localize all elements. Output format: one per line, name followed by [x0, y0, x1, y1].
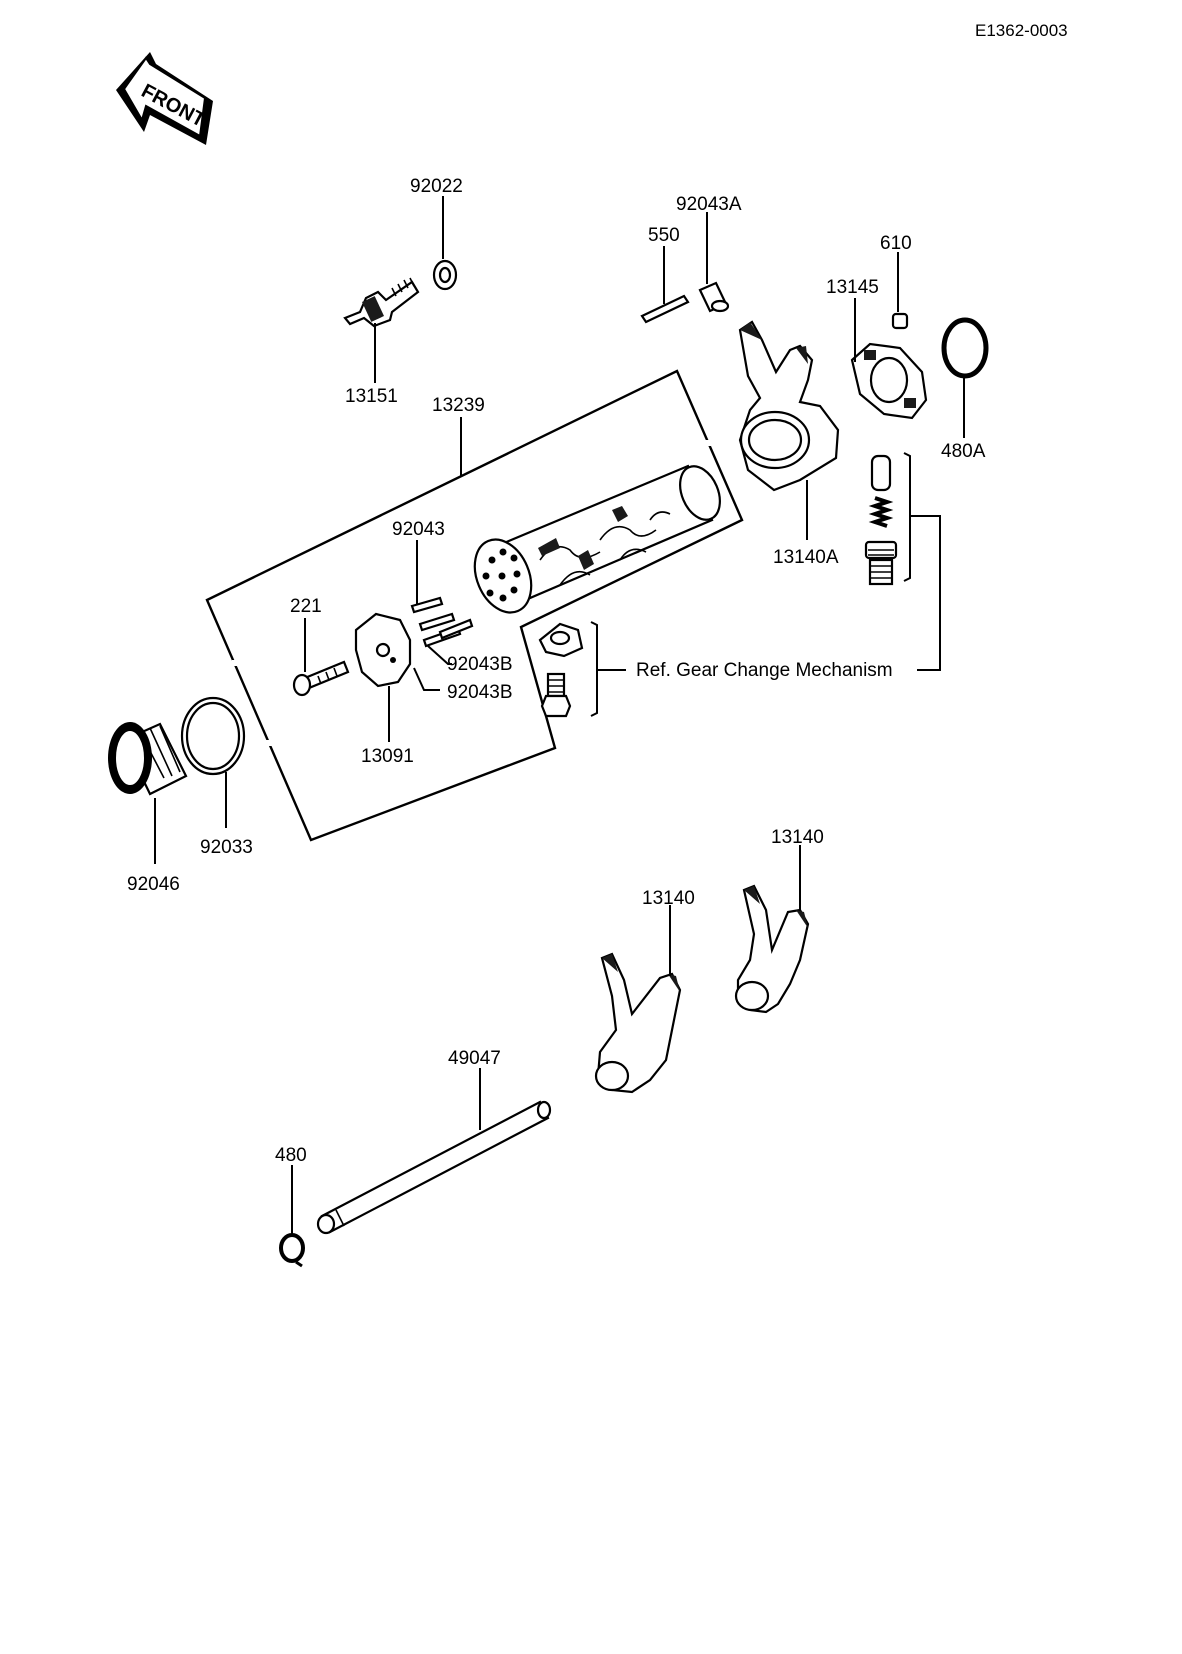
- label-13091: 13091: [361, 746, 414, 767]
- label-92046: 92046: [127, 874, 180, 895]
- label-92022: 92022: [410, 176, 463, 197]
- washer-92022: [432, 259, 458, 291]
- label-13140A: 13140A: [773, 547, 839, 568]
- ring-92033: [180, 696, 246, 776]
- drum-end-holes: [482, 548, 521, 602]
- shift-fork-13140-right: [734, 884, 810, 1014]
- pins-92043: [410, 596, 474, 648]
- label-ref-gear-change: Ref. Gear Change Mechanism: [636, 660, 893, 681]
- neutral-switch-13151: [343, 277, 420, 328]
- document-code: E1362-0003: [975, 21, 1068, 40]
- label-92043: 92043: [392, 519, 445, 540]
- pin-610: [891, 312, 909, 330]
- label-610: 610: [880, 233, 912, 254]
- label-13145: 13145: [826, 277, 879, 298]
- label-49047: 49047: [448, 1048, 501, 1069]
- label-13239: 13239: [432, 395, 485, 416]
- shaft-49047: [316, 1100, 552, 1235]
- stopper-lever: [538, 622, 584, 718]
- cam-plate-13091: [354, 612, 412, 688]
- circlip-480A: [941, 317, 989, 379]
- label-92043B-1: 92043B: [447, 654, 513, 675]
- shift-fork-13140-left: [594, 952, 682, 1094]
- label-550: 550: [648, 225, 680, 246]
- label-92033: 92033: [200, 837, 253, 858]
- label-13140-a: 13140: [771, 827, 824, 848]
- shift-drum: [473, 464, 721, 614]
- circlip-480: [279, 1233, 305, 1268]
- label-13140-b: 13140: [642, 888, 695, 909]
- label-480: 480: [275, 1145, 307, 1166]
- label-13151: 13151: [345, 386, 398, 407]
- label-92043B-2: 92043B: [447, 682, 513, 703]
- label-221: 221: [290, 596, 322, 617]
- label-92043A: 92043A: [676, 194, 742, 215]
- shift-fork-13140A: [738, 320, 840, 492]
- screw-221: [292, 660, 350, 697]
- plate-13145: [850, 342, 928, 420]
- outline-breaks: [232, 415, 713, 798]
- cotter-pin-550: [640, 294, 690, 324]
- label-480A: 480A: [941, 441, 986, 462]
- assembly-outline-13239: [205, 369, 744, 842]
- detent-assembly: [864, 454, 898, 586]
- front-arrow-icon: FRONT: [116, 52, 213, 145]
- pin-92043A: [698, 281, 730, 313]
- needle-bearing-92046: [108, 722, 188, 796]
